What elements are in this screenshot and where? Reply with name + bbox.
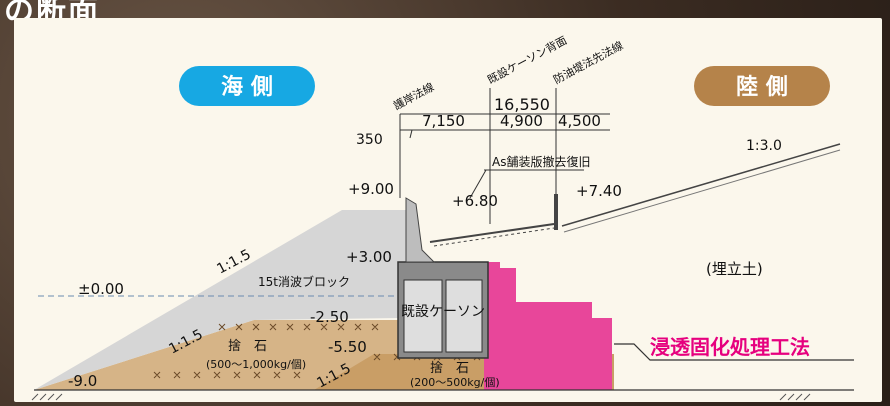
elev-900: +9.00 (348, 180, 394, 198)
ground-improvement-zone (484, 262, 612, 390)
method-label: 浸透固化処理工法 (650, 335, 810, 359)
wave-block-label: 15t消波ブロック (258, 274, 350, 289)
elev-680: +6.80 (452, 192, 498, 210)
oil-dike-wall (554, 194, 558, 230)
rubble-lower-spec: (200〜500kg/個) (410, 376, 500, 389)
land-side-label: 陸 側 (736, 74, 788, 100)
land-slope-label: 1:3.0 (746, 138, 782, 154)
elev-740: +7.40 (576, 182, 622, 200)
dim-4500: 4,500 (558, 112, 601, 130)
reclaimed-soil-label: (埋立土) (706, 260, 763, 278)
caisson-label: 既設ケーソン (401, 304, 485, 320)
ground-hatch (31, 393, 811, 401)
pavement-surface (429, 223, 555, 243)
land-slope-line-2 (563, 149, 841, 233)
wave-absorbing-block (34, 210, 406, 390)
dim-tick (409, 129, 413, 139)
method-leader (614, 343, 854, 361)
elev-000: ±0.00 (78, 280, 124, 298)
dim-total: 16,550 (494, 95, 550, 114)
cross-section-diagram: 海 側 陸 側 既設ケーソン (31, 33, 854, 401)
dim-4900: 4,900 (500, 112, 543, 130)
rubble-upper-spec: (500〜1,000kg/個) (206, 358, 306, 371)
pavement-label: As舗装版撤去復旧 (492, 154, 590, 169)
parapet-wall (405, 197, 436, 263)
elev-m900: -9.0 (68, 372, 97, 390)
dim-350: 350 (356, 132, 383, 148)
pavement-leader (469, 169, 487, 199)
revetment-line-label: 護岸法線 (391, 80, 436, 113)
sea-side-pill (179, 66, 315, 106)
sea-side-label: 海 側 (221, 74, 273, 100)
elev-m550: -5.50 (328, 338, 367, 356)
rubble-upper-name: 捨 石 (228, 338, 267, 354)
rubble-lower-name: 捨 石 (430, 360, 469, 376)
elev-m250: -2.50 (310, 308, 349, 326)
rubble-mound-upper (34, 320, 439, 390)
elev-300: +3.00 (346, 248, 392, 266)
diagram-panel: 海 側 陸 側 既設ケーソン (14, 18, 882, 402)
dim-7150: 7,150 (422, 112, 465, 130)
land-slope-line (561, 143, 841, 227)
caisson-cell-left (403, 279, 443, 353)
pavement-hatch (433, 227, 555, 247)
land-side-pill (694, 66, 830, 106)
caisson-cell-right (445, 279, 483, 353)
